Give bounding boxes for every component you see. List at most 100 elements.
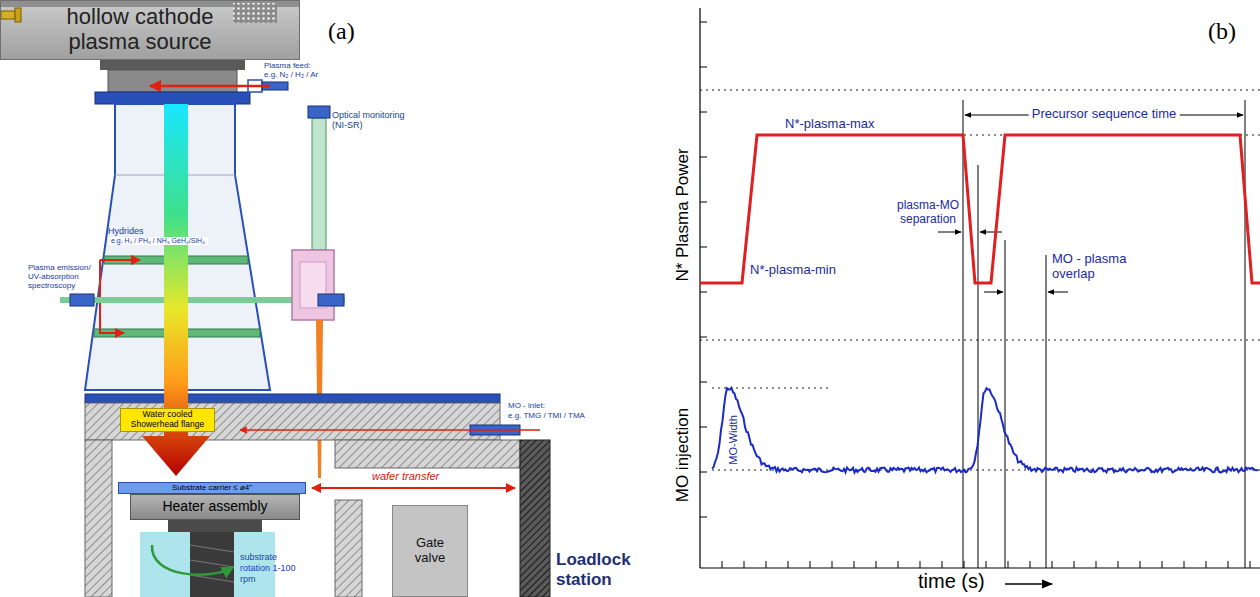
reference-line xyxy=(700,90,1260,470)
interval-arrow xyxy=(938,115,1243,584)
plasma-feed-inlet xyxy=(150,80,288,92)
rotation-shaft xyxy=(152,545,232,575)
reference-line xyxy=(700,90,1260,91)
optical-monitor xyxy=(292,250,334,320)
node-text: Heater assembly xyxy=(162,499,267,515)
chart-axes xyxy=(700,8,1260,568)
spectroscopy-beam xyxy=(70,294,94,306)
interval-arrow xyxy=(980,232,1002,233)
showerhead-flange xyxy=(85,403,500,440)
source-detail xyxy=(233,3,277,23)
interval-arrow xyxy=(984,292,1003,293)
axis-tick xyxy=(810,561,811,568)
substrate-carrier-bar: Substrate carrier ≤ ø4" xyxy=(118,482,306,494)
axis-tick xyxy=(700,22,707,23)
node-text: Gate valve xyxy=(407,536,453,565)
width-label: MO-Width xyxy=(727,415,740,465)
axis-tick xyxy=(1096,561,1097,568)
axis-label: time (s) xyxy=(918,570,985,593)
reference-line xyxy=(700,340,1260,341)
axis-label: N* Plasma Power xyxy=(673,148,693,281)
chamber-wall xyxy=(335,500,362,597)
hydride-feed-arrow xyxy=(100,260,124,333)
gas-list: e.g. TMG / TMI / TMA xyxy=(508,411,585,420)
plasma-feed-inlet xyxy=(150,85,270,88)
interval-label: Precursor sequence time xyxy=(1029,107,1180,122)
rotation-label: substrate rotation 1-100 rpm xyxy=(240,552,298,584)
axis-tick xyxy=(700,292,707,293)
axis-tick xyxy=(700,157,707,158)
mo-inlet xyxy=(240,429,540,431)
axis-tick xyxy=(1250,561,1251,568)
axis-tick xyxy=(942,561,943,568)
axis-tick xyxy=(1030,561,1031,568)
source-flange xyxy=(95,92,250,104)
showerhead-flange xyxy=(85,394,500,440)
interval-arrow xyxy=(1048,292,1068,293)
station-label: Loadlock station xyxy=(556,550,648,589)
node-text: Water cooled Showerhead flange xyxy=(125,410,210,430)
interval-arrow xyxy=(1005,583,1052,585)
timing-marker xyxy=(978,165,979,568)
panel-letter: (b) xyxy=(1208,18,1236,46)
axis-tick xyxy=(920,561,921,568)
wafer-transfer-arrow xyxy=(312,488,515,489)
axis-tick xyxy=(1184,561,1185,568)
timing-marker xyxy=(1005,240,1006,568)
interval-label: MO - plasma overlap xyxy=(1052,252,1142,282)
axis-tick xyxy=(744,561,745,568)
plasma-power-trace xyxy=(700,135,1260,283)
axis-tick xyxy=(788,561,789,568)
mo-injection-trace xyxy=(712,388,1258,473)
inlet-label: Plasma feed: xyxy=(264,61,311,70)
timing-marker xyxy=(963,100,1245,568)
level-label: N*-plasma-min xyxy=(750,263,836,278)
source-detail xyxy=(15,8,21,22)
axis-tick xyxy=(1140,561,1141,568)
chamber-wall xyxy=(520,440,550,597)
mo-inlet xyxy=(240,425,540,435)
monitor-label: Optical monitoring (NI-SR) xyxy=(332,110,416,131)
axis-tick xyxy=(722,561,723,568)
gas-list: e.g. H₂ / PH₃ / NH₃ GeH₄/SiH₄ xyxy=(108,237,208,245)
interval-arrow xyxy=(938,232,961,233)
inlet-label: MO - inlet: xyxy=(508,401,545,410)
axis-tick xyxy=(1162,561,1163,568)
axis-tick xyxy=(700,202,707,203)
reference-line xyxy=(712,388,830,389)
axis-tick xyxy=(898,561,899,568)
axis-tick xyxy=(700,427,707,428)
axis-tick xyxy=(854,561,855,568)
inlet-label: Hydrides xyxy=(108,226,144,236)
node-text: hollow cathode plasma source xyxy=(45,5,235,54)
axis-tick xyxy=(1074,561,1075,568)
hydride-feed-arrow xyxy=(100,259,140,261)
axis-tick xyxy=(700,517,707,518)
heater-box: Heater assembly xyxy=(130,494,300,520)
axis-tick xyxy=(1118,561,1119,568)
axis-tick xyxy=(700,472,707,473)
axis-label: MO injection xyxy=(673,408,693,502)
flange-label-box: Water cooled Showerhead flange xyxy=(120,408,215,432)
axis-tick xyxy=(766,561,767,568)
rotation-shaft xyxy=(190,560,234,567)
axis-tick xyxy=(700,22,1250,568)
optical-monitor xyxy=(318,294,344,306)
wafer-transfer-arrow xyxy=(312,487,515,489)
optical-monitor xyxy=(308,106,330,118)
optical-monitor xyxy=(312,118,326,250)
axis-tick xyxy=(832,561,833,568)
rotation-shaft xyxy=(190,575,234,582)
axis-tick xyxy=(700,337,707,338)
axis-tick xyxy=(1228,561,1229,568)
axis-tick xyxy=(1206,561,1207,568)
chamber-wall xyxy=(335,440,520,468)
rotation-shaft xyxy=(168,520,262,532)
gas-list: e.g. N₂ / H₂ / Ar xyxy=(264,70,318,79)
spectroscopy-label: Plasma emission/ UV-absorption spectrosc… xyxy=(28,264,96,291)
transfer-label: wafer transfer xyxy=(372,470,439,483)
chamber-wall xyxy=(85,440,550,597)
axis-tick xyxy=(964,561,965,568)
axis-tick xyxy=(700,112,707,113)
